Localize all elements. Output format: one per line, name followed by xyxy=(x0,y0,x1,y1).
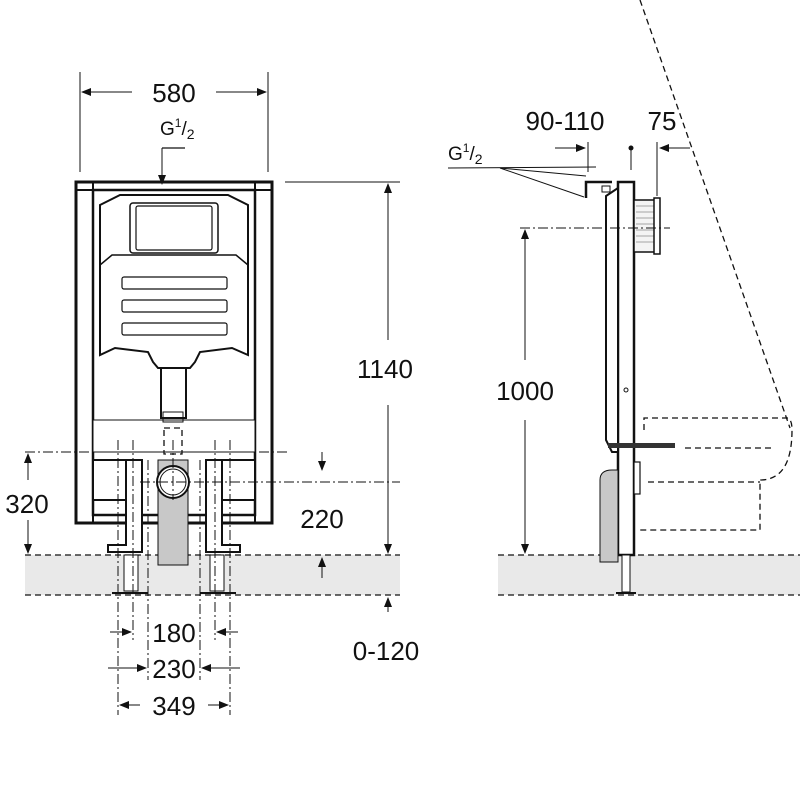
svg-text:G1/2: G1/2 xyxy=(448,141,483,167)
inlet-label-front: G1/2 xyxy=(158,116,195,185)
svg-text:230: 230 xyxy=(152,654,195,684)
svg-text:349: 349 xyxy=(152,691,195,721)
svg-text:180: 180 xyxy=(152,618,195,648)
cistern xyxy=(99,194,249,455)
dimension-1140: 1140 xyxy=(285,181,413,554)
inlet-label-side: G1/2 xyxy=(447,141,597,198)
dimension-580: 580 xyxy=(79,72,269,172)
dimension-220: 220 xyxy=(300,452,344,578)
svg-text:320: 320 xyxy=(5,489,48,519)
drain-pipe xyxy=(156,459,190,566)
floor-band xyxy=(25,554,800,596)
dimension-90-110: 90-110 xyxy=(525,106,634,172)
dimension-180: 180 xyxy=(110,618,238,648)
dimension-320: 320 xyxy=(5,453,49,554)
dimension-230: 230 xyxy=(108,654,240,684)
svg-text:220: 220 xyxy=(300,504,343,534)
side-view-frame xyxy=(584,180,675,594)
toilet-bowl-outline xyxy=(639,0,793,531)
dimension-0-120: 0-120 xyxy=(353,597,420,666)
svg-text:0-120: 0-120 xyxy=(353,636,420,666)
dimension-75: 75 xyxy=(648,106,690,196)
svg-text:580: 580 xyxy=(152,78,195,108)
dimension-349: 349 xyxy=(119,691,229,721)
svg-text:75: 75 xyxy=(648,106,677,136)
svg-text:G1/2: G1/2 xyxy=(160,116,195,142)
svg-text:90-110: 90-110 xyxy=(525,106,604,136)
svg-text:1140: 1140 xyxy=(357,354,413,384)
dimension-1000: 1000 xyxy=(496,229,554,554)
svg-text:1000: 1000 xyxy=(496,376,554,406)
